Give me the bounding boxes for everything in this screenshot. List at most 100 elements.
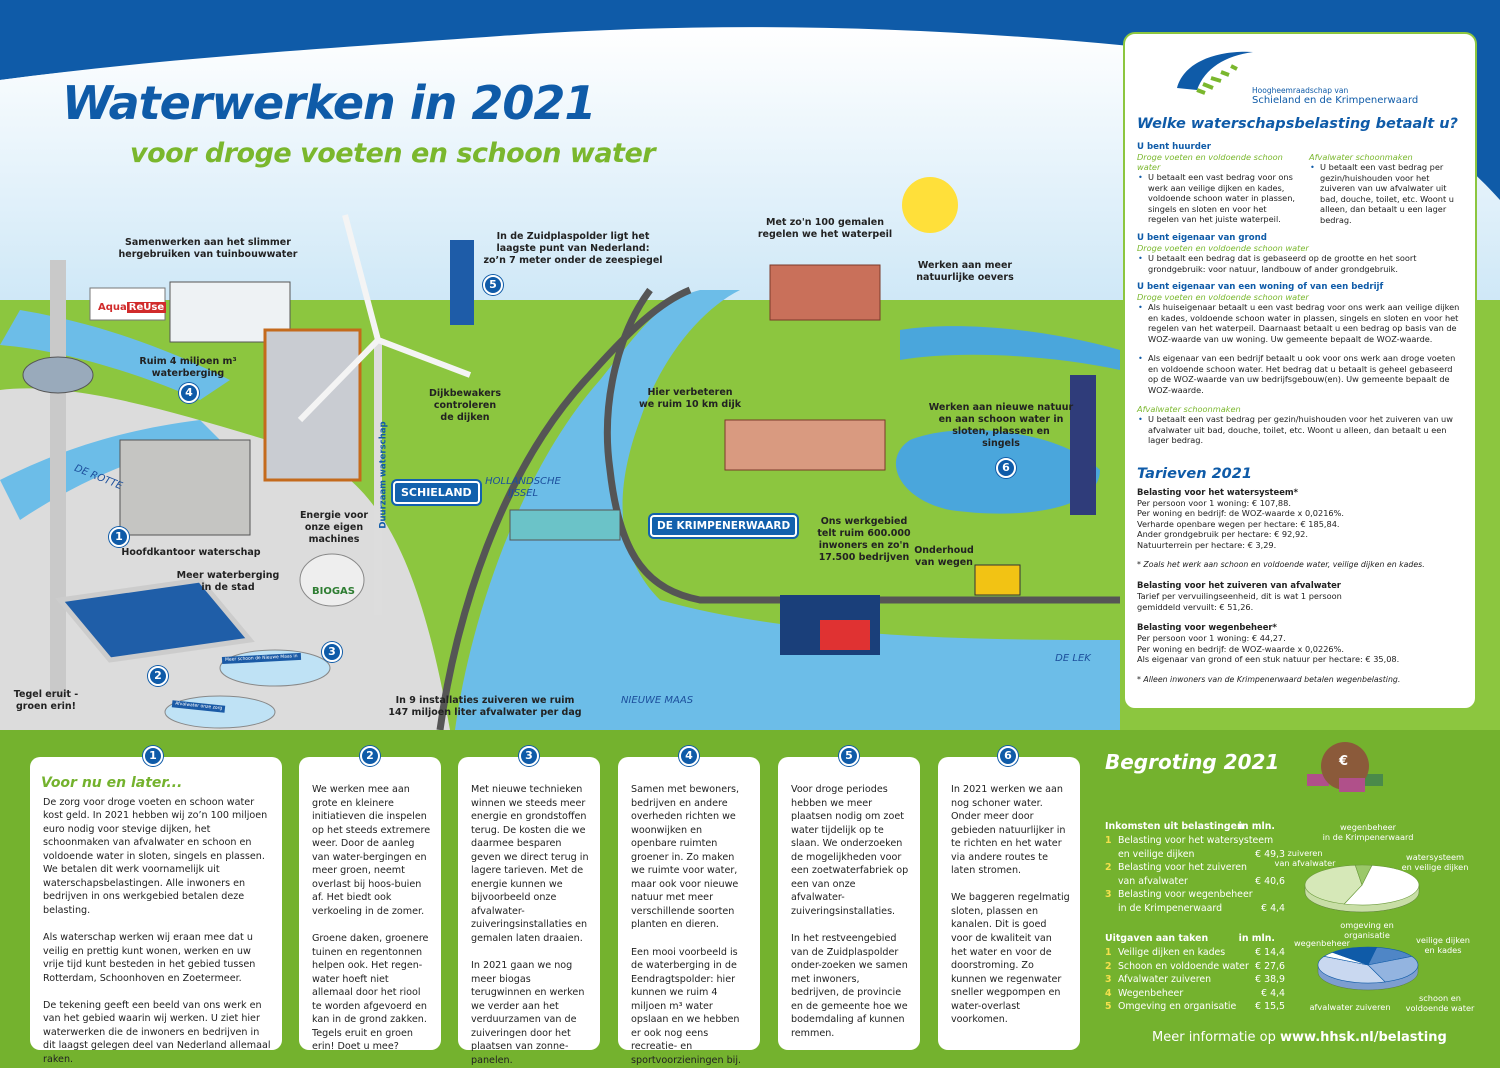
woning-text-1: Als huiseigenaar betaalt u een vast bedr… [1137, 302, 1463, 344]
card-paragraph: De tekening geeft een beeld van ons werk… [43, 999, 271, 1065]
river [455, 290, 1120, 730]
info-card-5: Voor droge periodes hebben we meer plaat… [778, 757, 920, 1050]
marker-5: 5 [483, 275, 503, 295]
city-water-storage [55, 577, 255, 663]
highrise [263, 328, 362, 482]
card-paragraph: We werken mee aan grote en kleinere init… [312, 784, 431, 917]
budget-row: 2 Schoon en voldoende water€ 27,6 [1105, 960, 1285, 972]
sign-schieland: SCHIELAND [393, 481, 480, 504]
panel-heading: Welke waterschapsbelasting betaalt u? [1137, 116, 1458, 132]
road [436, 286, 692, 730]
info-card-1: Voor nu en later... De zorg voor droge vo… [30, 757, 282, 1065]
huurder-text-1: U betaalt een vast bedrag voor ons werk … [1137, 172, 1299, 225]
marker-4: 4 [179, 383, 199, 403]
pie-slice-1 [1343, 864, 1420, 906]
card-paragraph: De zorg voor droge voeten en schoon wate… [43, 796, 268, 916]
biogas-label: BIOGAS [312, 586, 355, 597]
label-hoofdkantoor: Hoofdkantoor waterschap [121, 547, 261, 558]
pie-slice-5 [1331, 946, 1378, 966]
budget-row: 5 Omgeving en organisatie€ 15,5 [1105, 1001, 1285, 1012]
more-info: Meer informatie op www.hhsk.nl/belasting [1152, 1030, 1447, 1045]
card-paragraph: Voor droge periodes hebben we meer plaat… [791, 784, 909, 917]
card-paragraph: In 2021 gaan we nog meer biogas terugwin… [471, 960, 585, 1066]
river-lek: DE LEK [1055, 653, 1091, 664]
tarief-zuiveren-title: Belasting voor het zuiveren van afvalwat… [1137, 580, 1341, 590]
woning-title: U bent eigenaar van een woning of van ee… [1137, 282, 1384, 292]
chimney-text: Duurzaam waterschap [378, 421, 389, 529]
houses [724, 419, 886, 471]
card-paragraph: Samen met bewoners, bedrijven en andere … [631, 784, 740, 931]
roller [974, 564, 1021, 596]
card-paragraph: We baggeren regelmatig sloten, plassen e… [951, 892, 1070, 1026]
card-number: 1 [143, 746, 163, 766]
card-number: 2 [360, 746, 380, 766]
pie-chart-2 [1317, 946, 1419, 991]
woning-text-3: U betaalt een vast bedrag per gezin/huis… [1137, 414, 1463, 446]
pie-label: afvalwater zuiveren [1309, 1002, 1391, 1012]
woning-sub: Droge voeten en voldoende schoon water [1137, 292, 1309, 302]
sign-krimpenerwaard: DE KRIMPENERWAARD [650, 515, 798, 537]
card-paragraph: In het restveengebied van de Zuidplaspol… [791, 932, 908, 1039]
card-paragraph: Met nieuwe technieken winnen we steeds m… [471, 784, 589, 945]
grond-title: U bent eigenaar van grond [1137, 233, 1267, 243]
water-level-gauge [450, 240, 474, 325]
budget-row: 3 Afvalwater zuiveren€ 38,9 [1105, 974, 1285, 985]
pie-label: wegenbeheer [1293, 938, 1351, 948]
budget-title: Begroting 2021 [1105, 750, 1280, 774]
huurder-text-2: U betaalt een vast bedrag per gezin/huis… [1309, 162, 1463, 225]
card-title: Voor nu en later... [41, 775, 183, 791]
huurder-sub-2: Afvalwater schoonmaken [1309, 152, 1413, 162]
euro-icon: € [1339, 754, 1349, 769]
card-number: 4 [679, 746, 699, 766]
huurder-sub-1: Droge voeten en voldoende schoon water [1137, 152, 1283, 172]
pumping-station [769, 264, 881, 321]
page-subtitle: voor droge voeten en schoon water [130, 138, 656, 169]
marker-3: 3 [322, 642, 342, 662]
tarief-watersysteem-title: Belasting voor het watersysteem* [1137, 486, 1298, 497]
grond-sub: Droge voeten en voldoende schoon water [1137, 243, 1309, 253]
biogas-tank [299, 553, 365, 607]
card-number: 3 [519, 746, 539, 766]
info-card-3: Met nieuwe technieken winnen we steeds m… [458, 757, 600, 1066]
label-tegel: Tegel eruit -groen erin! [13, 689, 79, 712]
top-blue-wave [0, 0, 1500, 230]
hhsk-logo-icon [1177, 51, 1253, 95]
more-info-link[interactable]: www.hhsk.nl/belasting [1280, 1030, 1447, 1045]
tarief-watersysteem-note: * Zoals het werk aan schoon en voldoende… [1137, 560, 1425, 569]
card-number: 6 [998, 746, 1018, 766]
marker-2: 2 [148, 666, 168, 686]
budget-row: 1 en veilige dijken€ 49,3 [1117, 848, 1285, 860]
tarief-zuiveren-lines: Tarief per vervuilingseenheid, dit is wa… [1137, 591, 1342, 612]
storm-barrier [509, 509, 621, 541]
woning-text-2: Als eigenaar van een bedrijf betaalt u o… [1137, 353, 1463, 395]
info-card-6: In 2021 werken we aan nog schoner water.… [938, 757, 1080, 1050]
tarieven-heading: Tarieven 2021 [1137, 465, 1252, 482]
pie-slice-3 [1317, 955, 1386, 984]
woning-sub-2: Afvalwater schoonmaken [1137, 404, 1241, 414]
pie-chart-1 [1304, 864, 1420, 913]
card-paragraph: In 2021 werken we aan nog schoner water.… [951, 784, 1066, 877]
marker-6: 6 [996, 458, 1016, 478]
river-maas: NIEUWE MAAS [620, 695, 694, 706]
pie-slice-2 [1304, 864, 1363, 905]
huurder-title: U bent huurder [1137, 142, 1211, 152]
